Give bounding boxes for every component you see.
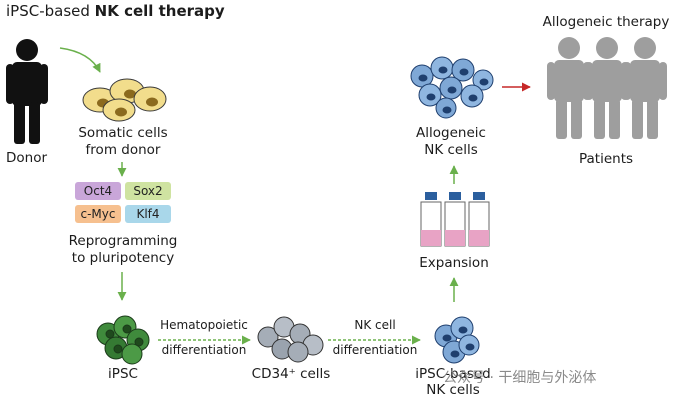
label-cd34: CD34⁺ cells [251, 366, 331, 382]
ipsc-cells-icon [96, 315, 150, 365]
diagram-title: iPSC-based NK cell therapy [6, 2, 225, 20]
donor-silhouette-icon [6, 39, 48, 144]
factor-cmyc: c-Myc [75, 205, 121, 223]
label-nk-diff-line1: NK cell [354, 318, 396, 332]
patients-silhouettes-icon [547, 37, 667, 139]
allogeneic-nk-cells-icon [410, 56, 494, 119]
factor-klf4: Klf4 [125, 205, 171, 223]
label-hematopoietic-line1: Hematopoietic [160, 318, 248, 332]
ipsc-nk-cells-icon [434, 316, 480, 364]
label-reprogramming-line2: to pluripotency [71, 250, 175, 266]
label-allogeneic-nk-line1: Allogeneic [416, 125, 486, 141]
label-allogeneic-therapy: Allogeneic therapy [542, 14, 670, 30]
label-ipsc-nk-line1: iPSC-based [415, 366, 491, 382]
label-somatic-line1: Somatic cells [78, 125, 168, 141]
expansion-flasks-icon [420, 192, 490, 247]
watermark-text: 公众号 · 干细胞与外泌体 [443, 370, 597, 386]
factor-sox2: Sox2 [125, 182, 171, 200]
factor-oct4: Oct4 [75, 182, 121, 200]
label-ipsc: iPSC [108, 366, 138, 382]
label-ipsc-nk-line2: NK cells [426, 382, 480, 398]
label-hematopoietic-line2: differentiation [161, 343, 247, 357]
label-somatic-line2: from donor [85, 142, 161, 158]
label-allogeneic-nk-line2: NK cells [424, 142, 478, 158]
label-expansion: Expansion [419, 255, 489, 271]
arrow-donor-to-somatic [59, 47, 101, 73]
label-nk-diff-line2: differentiation [332, 343, 418, 357]
cd34-cells-icon [257, 316, 324, 363]
label-donor: Donor [6, 150, 48, 166]
label-reprogramming-line1: Reprogramming [68, 233, 178, 249]
somatic-cells-icon [82, 78, 167, 122]
label-patients: Patients [578, 151, 634, 167]
